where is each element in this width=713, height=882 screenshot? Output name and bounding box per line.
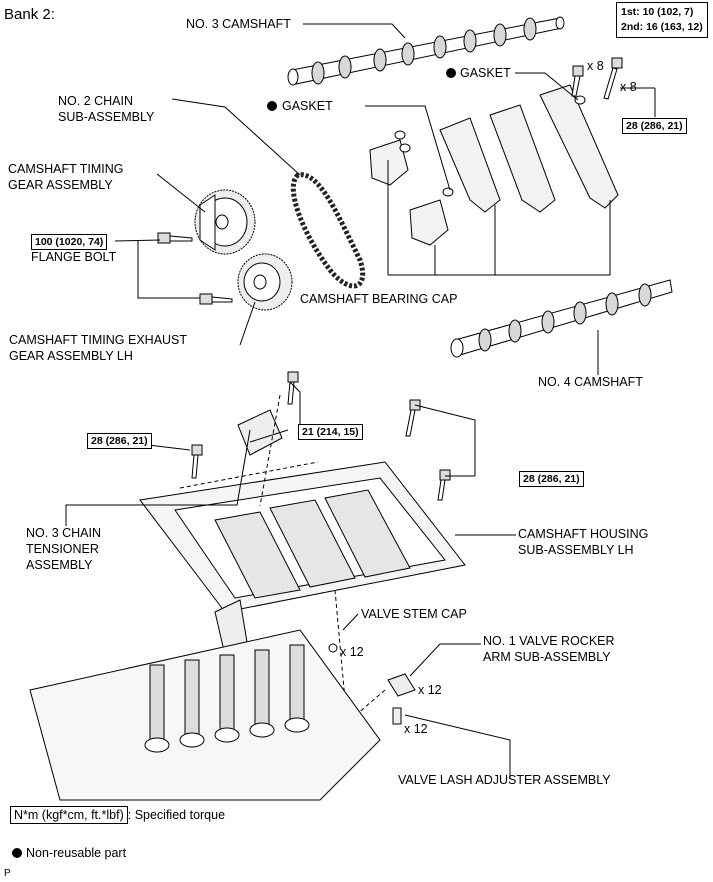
rocker-label-1: NO. 1 VALVE ROCKER <box>483 634 615 648</box>
non-reusable-dot-gasket-right <box>446 68 456 78</box>
no4-camshaft-label: NO. 4 CAMSHAFT <box>538 375 643 389</box>
no2-chain-drawing <box>290 172 366 289</box>
flange-bolt-drawing <box>157 232 233 305</box>
flange-bolt-torque: 100 (1020, 74) <box>31 234 108 250</box>
bearing-cap-label: CAMSHAFT BEARING CAP <box>300 292 458 306</box>
housing-label-1: CAMSHAFT HOUSING <box>518 527 649 541</box>
lash-adjuster-label: VALVE LASH ADJUSTER ASSEMBLY <box>398 773 611 787</box>
housing-label-2: SUB-ASSEMBLY LH <box>518 543 634 557</box>
flange-bolt-label: FLANGE BOLT <box>31 250 117 264</box>
cap-bolt-multiplier-a: x 8 <box>587 59 604 73</box>
tensioner-label-1: NO. 3 CHAIN <box>26 526 102 540</box>
no2-chain-label-1: NO. 2 CHAIN <box>58 94 134 108</box>
legend-torque-desc: : Specified torque <box>127 808 226 822</box>
legend-non-reusable: Non-reusable part <box>12 846 126 861</box>
rocker-multiplier: x 12 <box>418 683 442 697</box>
tensioner-label-3: ASSEMBLY <box>26 558 93 572</box>
rocker-label-2: ARM SUB-ASSEMBLY <box>483 650 611 664</box>
valve-stem-cap-label: VALVE STEM CAP <box>361 607 467 621</box>
cap-bolt-torque-box: 1st: 10 (102, 7) 2nd: 16 (163, 12) <box>616 2 708 38</box>
timing-gear-label-2: GEAR ASSEMBLY <box>8 178 113 192</box>
torque-1st: 1st: 10 (102, 7) <box>621 6 694 18</box>
bank-label: Bank 2: <box>4 6 55 23</box>
valve-stem-cap-multiplier: x 12 <box>340 645 364 659</box>
legend-torque: N*m (kgf*cm, ft.*lbf): Specified torque <box>10 806 226 824</box>
cap-bolts-drawing <box>571 57 623 100</box>
footer-code: P <box>4 868 11 879</box>
torque-2nd: 2nd: 16 (163, 12) <box>621 21 703 33</box>
bearing-caps-drawing <box>369 84 619 246</box>
tensioner-bolt-torque: 21 (214, 15) <box>298 424 363 440</box>
exhaust-gear-drawing <box>237 253 293 311</box>
no3-camshaft-label: NO. 3 CAMSHAFT <box>186 17 291 31</box>
camshaft-housing-drawing <box>139 461 466 669</box>
non-reusable-dot-icon <box>12 848 22 858</box>
tensioner-label-2: TENSIONER <box>26 542 99 556</box>
gasket-right-label: GASKET <box>460 66 511 80</box>
cylinder-head-drawing <box>29 629 381 801</box>
legend-torque-box: N*m (kgf*cm, ft.*lbf) <box>10 806 128 824</box>
housing-bolt-torque-right: 28 (286, 21) <box>519 471 584 487</box>
housing-bolt-torque-left: 28 (286, 21) <box>87 433 152 449</box>
cap-bolt-multiplier-b: x 8 <box>620 80 637 94</box>
legend-non-reusable-text: Non-reusable part <box>26 846 127 860</box>
exhaust-gear-label-1: CAMSHAFT TIMING EXHAUST <box>9 333 188 347</box>
lash-adjuster-multiplier: x 12 <box>404 722 428 736</box>
exhaust-gear-label-2: GEAR ASSEMBLY LH <box>9 349 133 363</box>
leader-lines <box>65 23 656 778</box>
cap-bolt-torque-28: 28 (286, 21) <box>622 118 687 134</box>
non-reusable-dot-gasket-left <box>267 101 277 111</box>
no4-camshaft-drawing <box>450 279 673 358</box>
no2-chain-label-2: SUB-ASSEMBLY <box>58 110 155 124</box>
no3-camshaft-drawing <box>287 16 565 86</box>
valve-parts-drawing <box>328 643 416 725</box>
timing-gear-label-1: CAMSHAFT TIMING <box>8 162 124 176</box>
timing-gear-drawing <box>194 189 256 255</box>
gasket-left-label: GASKET <box>282 99 333 113</box>
